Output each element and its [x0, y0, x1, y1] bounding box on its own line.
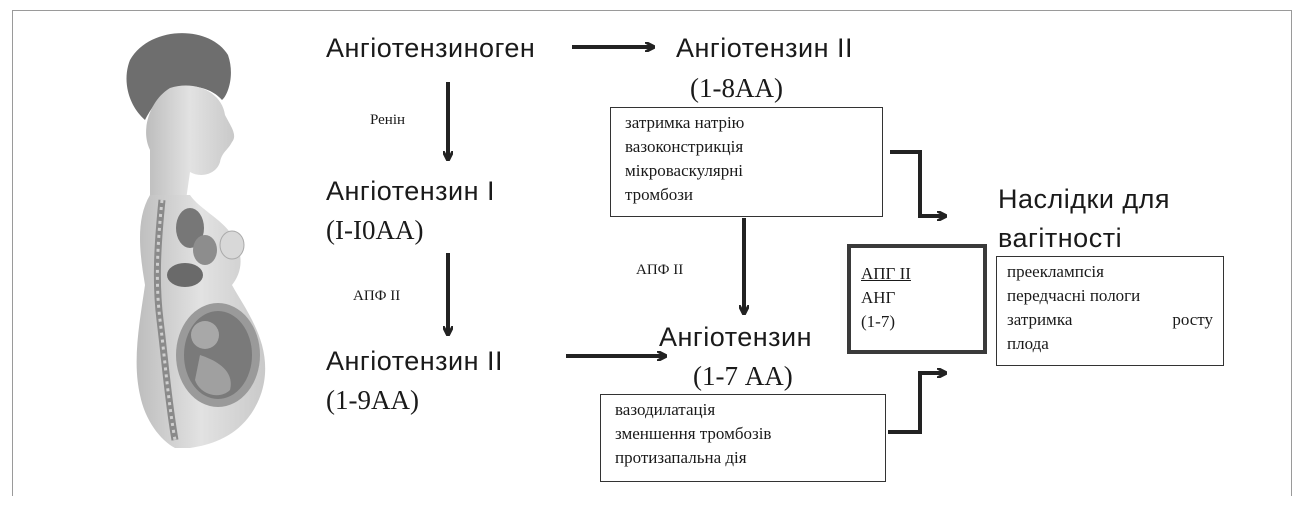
enzyme-ace2-left: АПФ II — [353, 288, 401, 304]
node-angiotensin1-aa: (I-I0АА) — [326, 215, 424, 245]
node-angiotensinogen: Ангіотензиноген — [326, 33, 536, 63]
ratio-line2: АНГ — [861, 288, 896, 307]
ang2-effects-box: затримка натрію вазоконстрикція мікровас… — [610, 107, 883, 217]
consequences-title-line2: вагітності — [998, 223, 1123, 253]
ang17-effect-item: зменшення тромбозів — [615, 424, 772, 443]
enzyme-renin: Ренін — [370, 112, 406, 128]
node-angiotensin2-bottom-aa: (1-9АА) — [326, 385, 419, 415]
outcome-item: затримка — [1007, 310, 1073, 329]
figure-frame — [12, 10, 1292, 496]
ang2-effect-item: затримка натрію — [625, 113, 745, 132]
node-angiotensin2-top-aa: (1-8АА) — [690, 73, 783, 103]
node-angiotensin1: Ангіотензин I — [326, 176, 496, 206]
ratio-line3: (1-7) — [861, 312, 895, 331]
outcome-item: росту — [1172, 310, 1213, 329]
ratio-box: АПГ II АНГ (1-7) — [847, 244, 987, 354]
arrow-ang17-effects-to-consequences — [888, 373, 944, 434]
ang17-effects-box: вазодилатація зменшення тромбозів протиз… — [600, 394, 886, 482]
node-angiotensin2-bottom: Ангіотензин II — [326, 346, 504, 376]
node-angiotensin2-top: Ангіотензин II — [676, 33, 854, 63]
ang2-effect-item: мікроваскулярні — [625, 161, 744, 180]
ratio-numerator: АПГ II — [861, 264, 911, 283]
enzyme-ace2-middle: АПФ II — [636, 262, 684, 278]
outcome-item: прееклампсія — [1007, 262, 1104, 281]
ang2-effect-item: вазоконстрикція — [625, 137, 744, 156]
arrow-ang2-effects-to-consequences — [890, 150, 944, 216]
outcomes-box: прееклампсія передчасні пологи затримка … — [996, 256, 1224, 366]
ang2-effect-item: тромбози — [625, 185, 694, 204]
node-angiotensin17-aa: (1-7 АА) — [693, 361, 793, 391]
node-angiotensin17: Ангіотензин — [659, 322, 813, 352]
ang17-effect-item: протизапальна дія — [615, 448, 747, 467]
outcome-item: плода — [1007, 334, 1049, 353]
outcome-row: затримка росту — [1007, 308, 1213, 332]
ang17-effect-item: вазодилатація — [615, 400, 716, 419]
consequences-title-line1: Наслідки для — [998, 184, 1171, 214]
outcome-item: передчасні пологи — [1007, 286, 1141, 305]
